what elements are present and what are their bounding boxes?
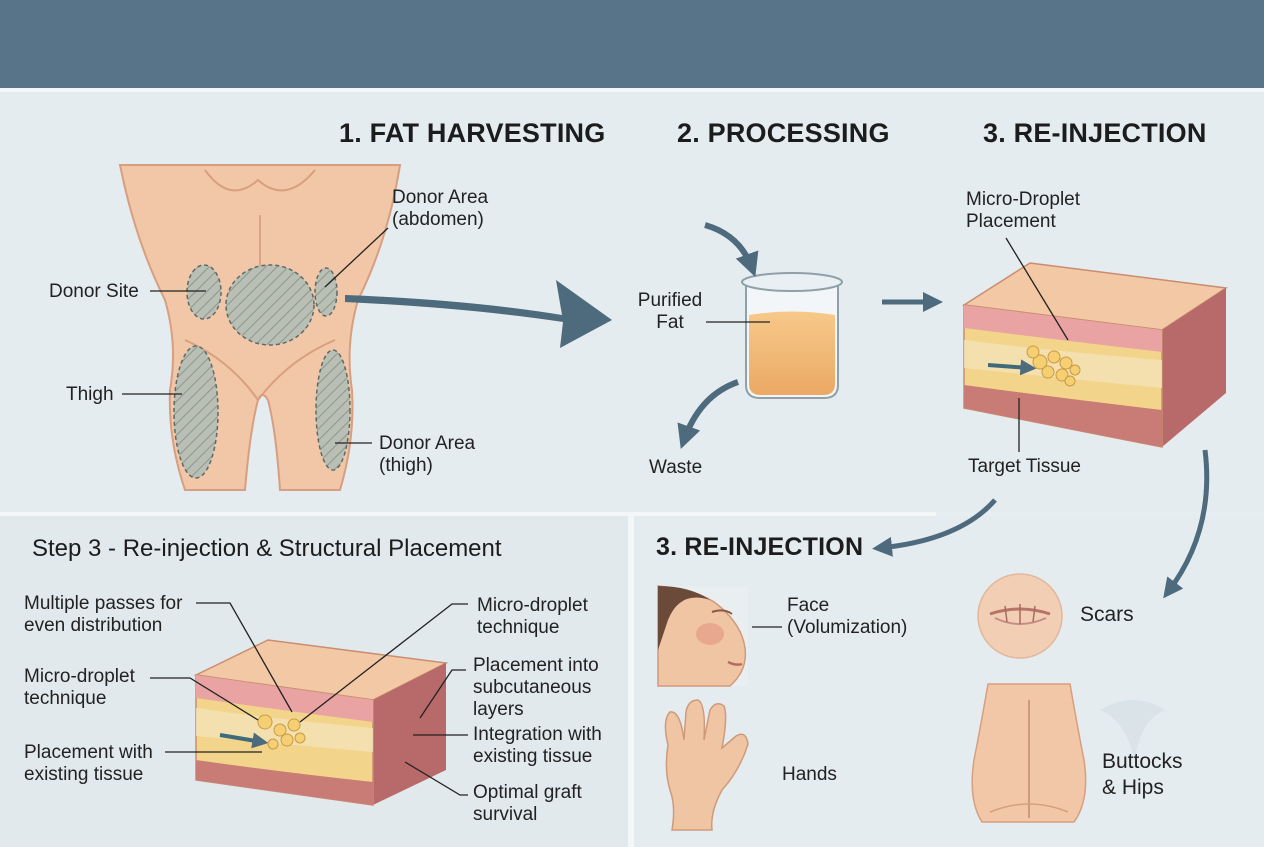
tissue-block-bottom — [193, 639, 449, 806]
label-micro-droplet-placement: Micro-Droplet Placement — [966, 189, 1081, 232]
label-donor-abdomen: Donor Area (abdomen) — [392, 187, 489, 230]
label-optimal-survival: Optimal graft survival — [473, 782, 582, 825]
step-title-reinjection: 3. RE-INJECTION — [983, 118, 1207, 148]
hand-illustration — [664, 699, 749, 831]
step-title-harvesting: 1. FAT HARVESTING — [339, 118, 606, 148]
tissue-block-top — [961, 262, 1229, 448]
label-waste: Waste — [649, 457, 703, 478]
panel-divider-horizontal — [0, 512, 936, 516]
label-integration: Integration with existing tissue — [473, 724, 602, 767]
torso-illustration — [118, 164, 402, 491]
label-buttocks-hips: Buttocks & Hips — [1102, 750, 1183, 799]
label-micro-droplet-left: Micro-droplet technique — [24, 666, 135, 709]
label-micro-droplet-right: Micro-droplet technique — [477, 595, 588, 638]
scar-illustration — [977, 573, 1063, 659]
step-title-processing: 2. PROCESSING — [677, 118, 890, 148]
label-multiple-passes: Multiple passes for even distribution — [24, 593, 183, 636]
label-target-tissue: Target Tissue — [968, 456, 1081, 477]
label-purified-fat: Purified Fat — [637, 290, 703, 333]
label-donor-site: Donor Site — [49, 281, 139, 302]
label-subcutaneous-layers: Placement into subcutaneous layers — [473, 655, 599, 720]
label-hands: Hands — [782, 764, 837, 785]
label-donor-thigh: Donor Area (thigh) — [379, 433, 476, 476]
label-thigh: Thigh — [66, 384, 114, 405]
header-bar — [0, 0, 1264, 92]
panel-title-structural-placement: Step 3 - Re-injection & Structural Place… — [32, 535, 502, 562]
buttocks-illustration — [971, 683, 1165, 823]
beaker-illustration — [741, 272, 843, 399]
panel-title-reinjection-areas: 3. RE-INJECTION — [656, 533, 864, 561]
panel-divider-vertical — [628, 516, 634, 847]
label-face: Face (Volumization) — [787, 595, 908, 638]
label-placement-existing: Placement with existing tissue — [24, 742, 153, 785]
face-illustration — [657, 585, 748, 687]
label-scars: Scars — [1080, 603, 1134, 626]
